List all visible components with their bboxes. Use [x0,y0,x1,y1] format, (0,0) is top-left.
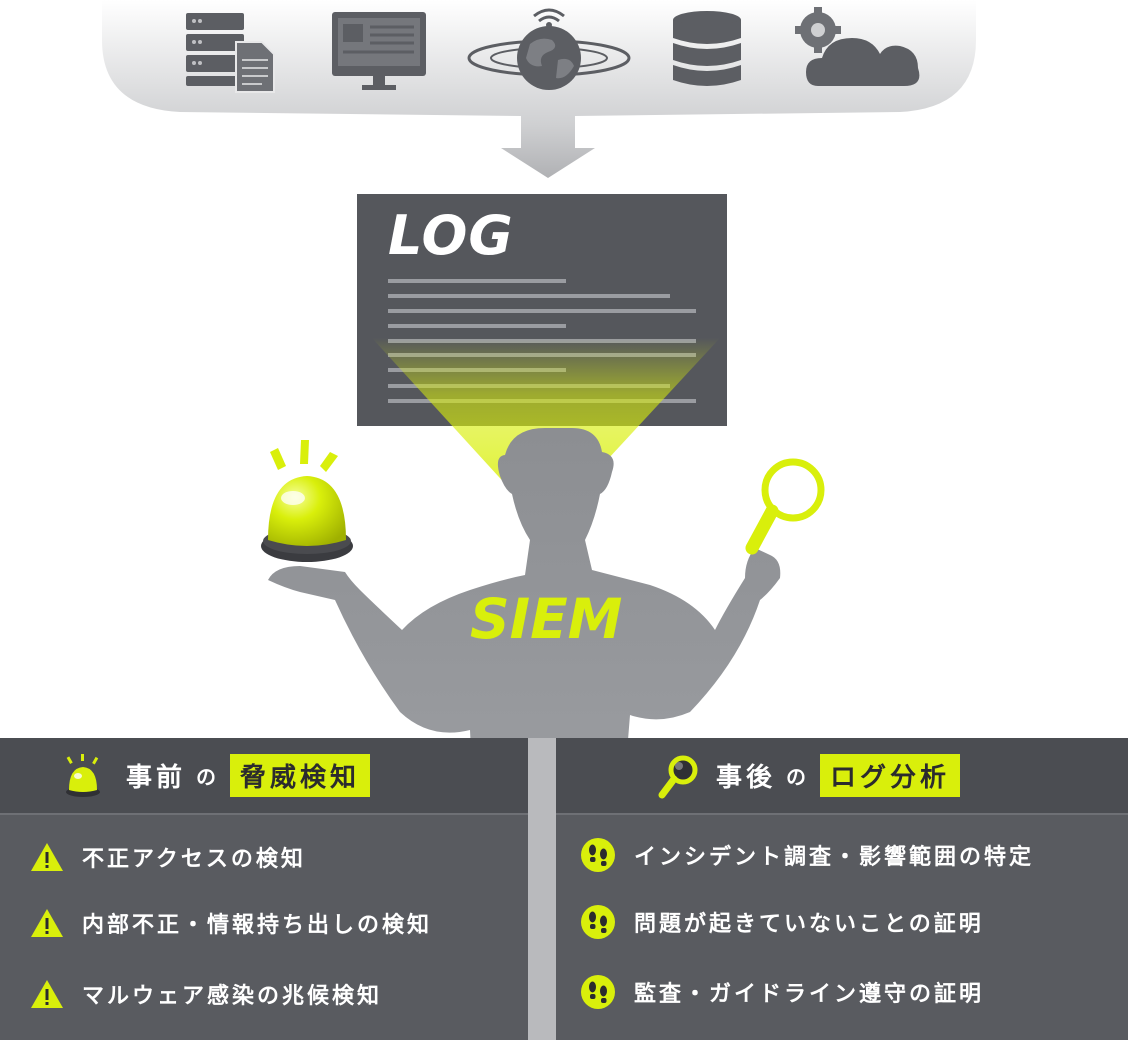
list-item-label: 不正アクセスの検知 [82,847,306,872]
warning-icon [31,909,63,937]
list-item-label: 監査・ガイドライン遵守の証明 [634,982,985,1007]
siem-label: SIEM [470,587,623,651]
footprints-icon [581,905,615,939]
panel-title-prefix: 事前 [126,763,187,793]
document-icon [235,41,275,93]
list-item-label: 内部不正・情報持ち出しの検知 [82,913,433,938]
warning-icon [31,980,63,1008]
list-item-label: マルウェア感染の兆候検知 [82,984,383,1009]
panel-gap [528,738,556,1040]
list-item-label: 問題が起きていないことの証明 [634,912,984,937]
siem-person-silhouette [268,428,781,840]
magnifier-icon [745,458,825,555]
analysis-beam [372,338,720,500]
alarm-lamp-icon [66,753,100,797]
globe-network-icon [467,8,631,90]
footprints-icon [581,975,615,1009]
server-icon [186,13,244,86]
log-sources-bubble [102,0,976,178]
panel-title-highlight: ログ分析 [820,754,961,797]
list-item: マルウェア感染の兆候検知 [30,974,382,1014]
pre-threat-detection-panel: 事前 の 脅威検知 不正アクセスの検知 内部不正・情報持ち出しの検知 マルウェア… [0,738,528,1040]
database-icon [673,11,741,86]
warning-icon [31,843,63,871]
monitor-icon [332,12,426,90]
panel-title-highlight: 脅威検知 [230,754,371,797]
panel-header: 事前 の 脅威検知 [0,738,528,815]
list-item: インシデント調査・影響範囲の特定 [580,835,1034,875]
panel-header: 事後 の ログ分析 [556,738,1128,815]
panel-title-prefix: 事後 [716,763,777,793]
list-item-label: インシデント調査・影響範囲の特定 [634,845,1035,870]
log-title: LOG [388,204,514,267]
cloud-gear-icon [795,7,920,86]
list-item: 内部不正・情報持ち出しの検知 [30,903,432,943]
alarm-lamp-icon [261,440,353,562]
panel-title-particle: の [196,765,217,789]
list-item: 問題が起きていないことの証明 [580,902,984,942]
list-item: 不正アクセスの検知 [30,837,306,877]
footprints-icon [581,838,615,872]
post-log-analysis-panel: 事後 の ログ分析 インシデント調査・影響範囲の特定 問題が起きていないことの証… [556,738,1128,1040]
magnifier-icon [658,755,698,798]
panel-title-particle: の [786,765,807,789]
list-item: 監査・ガイドライン遵守の証明 [580,972,984,1012]
